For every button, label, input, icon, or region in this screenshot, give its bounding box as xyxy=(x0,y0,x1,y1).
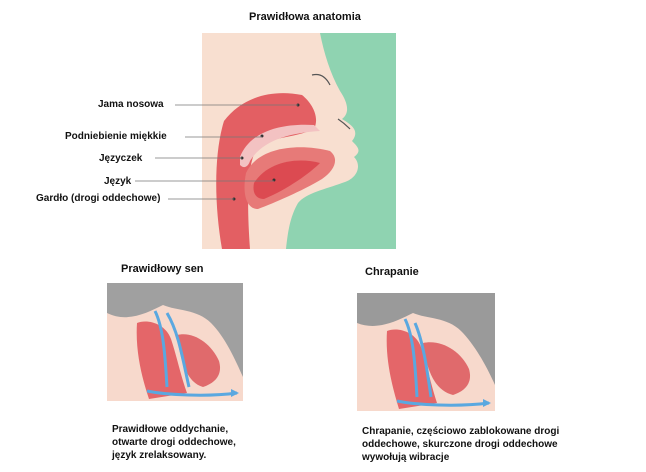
snoring-illustration xyxy=(357,293,495,411)
normal-sleep-caption: Prawidłowe oddychanie, otwarte drogi odd… xyxy=(112,424,236,461)
snoring-title: Chrapanie xyxy=(365,266,419,278)
label-soft-palate: Podniebienie miękkie xyxy=(65,131,167,142)
label-nasal-cavity: Jama nosowa xyxy=(98,99,164,110)
label-pharynx: Gardło (drogi oddechowe) xyxy=(36,193,161,204)
label-tongue: Język xyxy=(104,176,132,187)
normal-sleep-title: Prawidłowy sen xyxy=(121,263,204,275)
label-uvula: Języczek xyxy=(99,153,143,164)
anatomy-illustration xyxy=(202,33,396,249)
snoring-caption: Chrapanie, częściowo zablokowane drogi o… xyxy=(362,426,560,463)
main-title: Prawidłowa anatomia xyxy=(249,11,361,23)
normal-sleep-illustration xyxy=(107,283,243,401)
